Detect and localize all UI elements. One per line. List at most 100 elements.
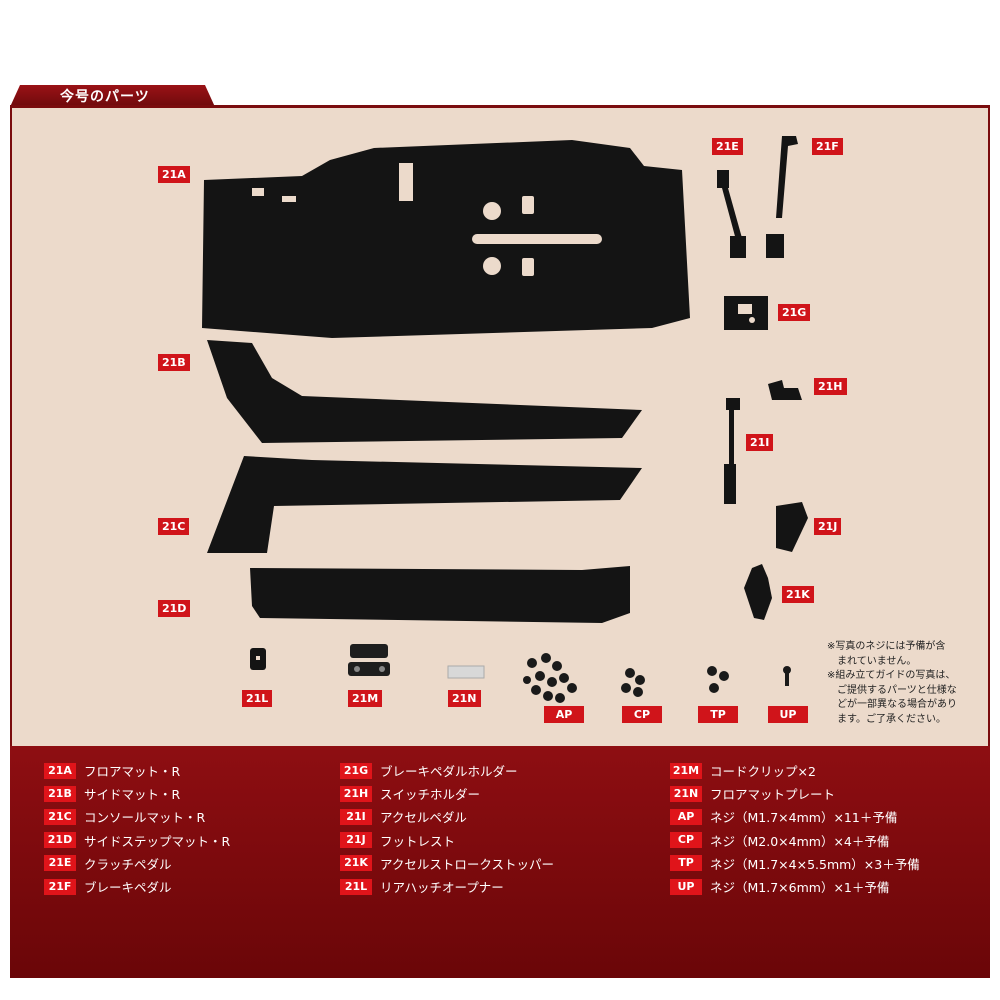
legend-code: 21N: [670, 785, 702, 802]
legend-desc: アクセルペダル: [380, 810, 467, 826]
legend-code: 21L: [340, 878, 372, 895]
header-tab: [10, 85, 215, 107]
legend-code: 21C: [44, 808, 76, 825]
photo-tag-21f: 21F: [812, 138, 843, 155]
parts-legend: 21A フロアマット・R 21B サイドマット・R 21C コンソールマット・R 21…: [10, 746, 990, 978]
legend-row: UP ネジ（M1.7×6mm）×1＋予備: [670, 875, 920, 898]
part-tp-screws: [707, 666, 729, 693]
legend-row: 21C コンソールマット・R: [44, 805, 230, 828]
legend-column-3: 21M コードクリップ×2 21N フロアマットプレート AP ネジ（M1.7×4mm…: [670, 759, 920, 898]
page-title: 今号のパーツ: [60, 89, 150, 105]
legend-row: 21E クラッチペダル: [44, 852, 230, 875]
legend-code: 21F: [44, 878, 76, 895]
legend-desc: ネジ（M1.7×6mm）×1＋予備: [710, 880, 890, 896]
legend-code: 21I: [340, 808, 372, 825]
legend-code: 21A: [44, 762, 76, 779]
legend-row: 21M コードクリップ×2: [670, 759, 920, 782]
part-21b-side-mat: [207, 340, 642, 443]
parts-photo-panel: 21A 21B 21C 21D 21E 21F 21G 21H 21I 21J …: [10, 108, 990, 746]
photo-tag-21k: 21K: [782, 586, 814, 603]
legend-desc: ブレーキペダルホルダー: [380, 764, 518, 780]
legend-code: 21J: [340, 832, 372, 849]
legend-desc: スイッチホルダー: [380, 787, 481, 803]
part-21k-accel-stroke-stopper: [744, 564, 772, 620]
legend-row: 21K アクセルストロークストッパー: [340, 852, 554, 875]
photo-tag-21e: 21E: [712, 138, 743, 155]
part-21a-floor-mat: [202, 140, 690, 338]
legend-row: TP ネジ（M1.7×4×5.5mm）×3＋予備: [670, 852, 920, 875]
photo-note: ※写真のネジには予備が含 まれていません。 ※組み立てガイドの写真は、 ご提供す…: [827, 640, 987, 727]
legend-desc: コードクリップ×2: [710, 764, 816, 780]
legend-row: CP ネジ（M2.0×4mm）×4＋予備: [670, 829, 920, 852]
legend-row: 21J フットレスト: [340, 829, 554, 852]
legend-desc: フロアマットプレート: [710, 787, 836, 803]
legend-desc: クラッチペダル: [84, 856, 172, 872]
legend-row: 21I アクセルペダル: [340, 805, 554, 828]
note-line-1: ※写真のネジには予備が含 まれていません。: [827, 641, 946, 667]
legend-code: 21B: [44, 785, 76, 802]
legend-code: TP: [670, 855, 702, 872]
legend-code: CP: [670, 832, 702, 849]
legend-desc: コンソールマット・R: [84, 810, 206, 826]
photo-tag-21h: 21H: [814, 378, 847, 395]
legend-desc: サイドステップマット・R: [84, 833, 231, 849]
legend-desc: ネジ（M1.7×4mm）×11＋予備: [710, 810, 898, 826]
legend-desc: ネジ（M2.0×4mm）×4＋予備: [710, 833, 890, 849]
legend-code: 21G: [340, 762, 372, 779]
part-21l-rear-hatch-opener: [250, 648, 266, 670]
legend-row: 21G ブレーキペダルホルダー: [340, 759, 554, 782]
legend-row: 21N フロアマットプレート: [670, 782, 920, 805]
part-21c-console-mat: [207, 456, 642, 553]
photo-tag-21l: 21L: [242, 690, 273, 707]
header-bar: 今号のパーツ: [0, 0, 1000, 110]
photo-tag-21c: 21C: [158, 518, 190, 535]
legend-row: 21H スイッチホルダー: [340, 782, 554, 805]
photo-tag-up: UP: [768, 706, 808, 723]
parts-photo: [202, 136, 808, 703]
photo-tag-21a: 21A: [158, 166, 190, 183]
legend-row: 21F ブレーキペダル: [44, 875, 230, 898]
legend-desc: リアハッチオープナー: [380, 880, 504, 896]
part-21m-cord-clip: [348, 644, 390, 676]
photo-tag-21b: 21B: [158, 354, 190, 371]
photo-tag-21m: 21M: [348, 690, 383, 707]
legend-desc: ブレーキペダル: [84, 880, 172, 896]
part-21e-clutch-pedal: [717, 170, 746, 258]
legend-code: 21H: [340, 785, 372, 802]
photo-tag-21d: 21D: [158, 600, 191, 617]
legend-row: 21L リアハッチオープナー: [340, 875, 554, 898]
part-up-screw: [783, 666, 791, 686]
legend-desc: フロアマット・R: [84, 764, 181, 780]
legend-code: 21E: [44, 855, 76, 872]
legend-row: AP ネジ（M1.7×4mm）×11＋予備: [670, 805, 920, 828]
part-21n-floor-mat-plate: [447, 665, 485, 679]
legend-code: 21K: [340, 855, 372, 872]
legend-row: 21D サイドステップマット・R: [44, 829, 230, 852]
legend-desc: フットレスト: [380, 833, 456, 849]
legend-column-2: 21G ブレーキペダルホルダー 21H スイッチホルダー 21I アクセルペダル 21…: [340, 759, 554, 898]
photo-tag-21g: 21G: [778, 304, 811, 321]
legend-desc: アクセルストロークストッパー: [380, 856, 555, 872]
photo-tag-21i: 21I: [746, 434, 774, 451]
photo-tag-21n: 21N: [448, 690, 481, 707]
part-ap-screws: [523, 653, 577, 703]
part-21h-switch-holder: [768, 380, 802, 400]
legend-desc: サイドマット・R: [84, 787, 181, 803]
photo-tag-tp: TP: [698, 706, 738, 723]
photo-tag-cp: CP: [622, 706, 662, 723]
part-21i-accel-pedal: [724, 398, 740, 504]
legend-desc: ネジ（M1.7×4×5.5mm）×3＋予備: [710, 856, 920, 872]
legend-code: 21M: [670, 762, 702, 779]
part-21j-footrest: [776, 502, 808, 552]
part-21d-side-step-mat: [250, 566, 630, 623]
legend-code: UP: [670, 878, 702, 895]
photo-tag-ap: AP: [544, 706, 584, 723]
legend-code: 21D: [44, 832, 76, 849]
part-cp-screws: [621, 668, 645, 697]
legend-row: 21B サイドマット・R: [44, 782, 230, 805]
legend-column-1: 21A フロアマット・R 21B サイドマット・R 21C コンソールマット・R 21…: [44, 759, 230, 898]
legend-code: AP: [670, 808, 702, 825]
part-21g-brake-pedal-holder: [724, 296, 768, 330]
legend-row: 21A フロアマット・R: [44, 759, 230, 782]
photo-tag-21j: 21J: [814, 518, 842, 535]
